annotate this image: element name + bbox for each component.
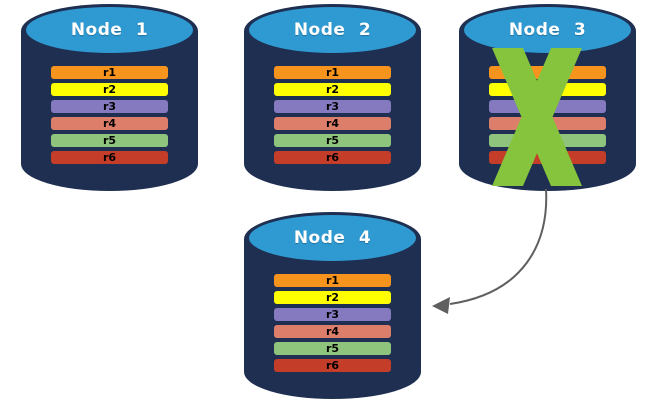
- replica-bar-r6: r6: [274, 359, 391, 372]
- cylinder-top: [249, 215, 416, 261]
- replica-bar-r4: r4: [274, 117, 391, 130]
- node-2-label: Node 2: [293, 20, 372, 40]
- replica-bar-r3: r3: [274, 100, 391, 113]
- replica-bar-r3: r3: [51, 100, 168, 113]
- replica-bar-r4: r4: [51, 117, 168, 130]
- replica-bar-r1: r1: [51, 66, 168, 79]
- replica-bar-r1: r1: [274, 274, 391, 287]
- node-4: Node 4 r1 r2 r3 r4 r5 r6: [244, 212, 421, 399]
- replica-bar-r2: r2: [51, 83, 168, 96]
- node-3-label: Node 3: [508, 20, 587, 40]
- node-1: Node 1 r1 r2 r3 r4 r5 r6: [21, 4, 198, 191]
- node-4-label: Node 4: [293, 228, 372, 248]
- node-2-replica-list: r1 r2 r3 r4 r5 r6: [274, 66, 391, 164]
- replica-bar-r6: r6: [274, 151, 391, 164]
- failure-x-icon: [492, 48, 582, 186]
- replica-bar-r2: r2: [274, 83, 391, 96]
- replica-bar-r6: r6: [51, 151, 168, 164]
- node-1-replica-list: r1 r2 r3 r4 r5 r6: [51, 66, 168, 164]
- node-1-label: Node 1: [70, 20, 149, 40]
- replica-bar-r1: r1: [274, 66, 391, 79]
- cylinder-top: [249, 7, 416, 53]
- replica-bar-r2: r2: [274, 291, 391, 304]
- replica-bar-r5: r5: [51, 134, 168, 147]
- replica-bar-r5: r5: [274, 134, 391, 147]
- node-2: Node 2 r1 r2 r3 r4 r5 r6: [244, 4, 421, 191]
- replica-bar-r4: r4: [274, 325, 391, 338]
- cylinder-top: [464, 7, 631, 53]
- replica-bar-r3: r3: [274, 308, 391, 321]
- cylinder-top: [26, 7, 193, 53]
- node-4-replica-list: r1 r2 r3 r4 r5 r6: [274, 274, 391, 372]
- replica-bar-r5: r5: [274, 342, 391, 355]
